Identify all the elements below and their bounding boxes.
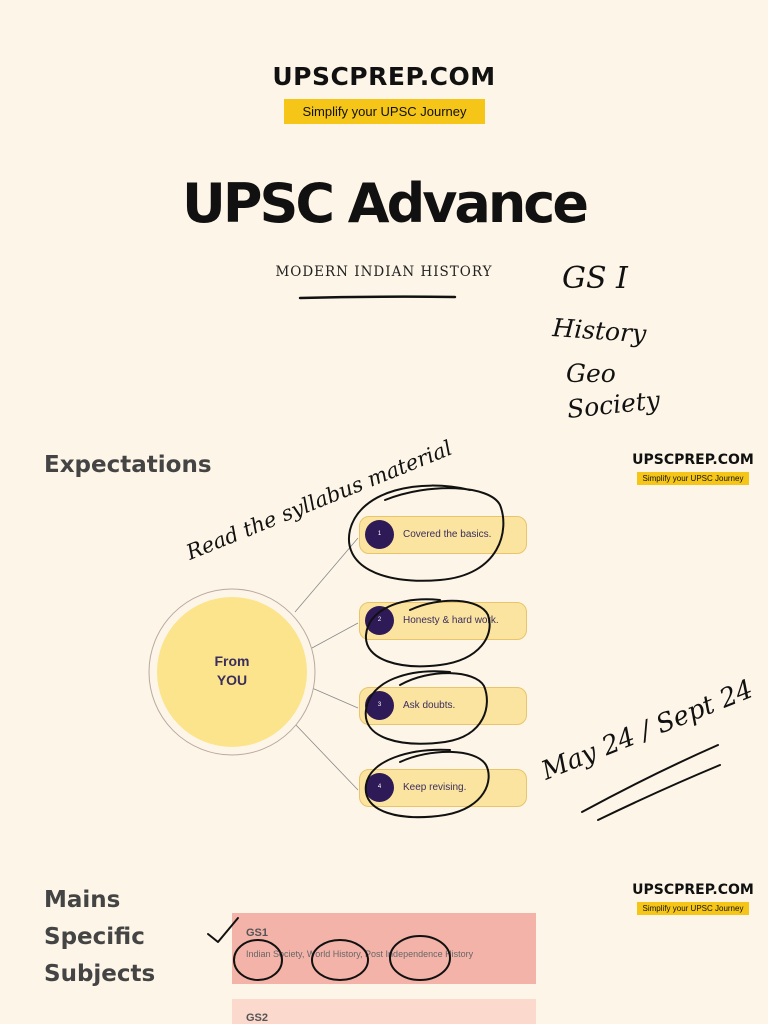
expectation-text-4: Keep revising. [403,782,467,793]
expectation-text-1: Covered the basics. [403,529,492,540]
mains-heading-line-3: Subjects [44,961,156,987]
connector-line-3 [311,687,359,709]
mains-heading: Mains Specific Subjects [44,882,155,993]
gs1-subjects: Indian Society, World History, Post Inde… [246,949,474,959]
expectation-number-3: 3 [365,691,394,720]
center-label: From YOU [182,652,282,690]
page-subtitle: MODERN INDIAN HISTORY [275,264,493,280]
mini-brand-title: UPSCPREP.COM [632,452,754,468]
expectation-number-2: 2 [365,606,394,635]
expectation-item-4: 4 Keep revising. [359,769,527,807]
connector-line-4 [294,723,359,791]
expectation-text-3: Ask doubts. [403,700,456,711]
expectation-number-1: 1 [365,520,394,549]
mini-brand-title: UPSCPREP.COM [632,882,754,898]
center-circle-inner [157,597,307,747]
connector-line-1 [294,537,359,613]
brand-tagline: Simplify your UPSC Journey [284,99,485,124]
connector-line-2 [311,622,359,649]
expectation-item-3: 3 Ask doubts. [359,687,527,725]
mini-brand-tagline: Simplify your UPSC Journey [636,902,750,915]
expectations-heading: Expectations [44,452,212,478]
gs2-title: GS2 [246,1012,269,1024]
center-label-from: From [214,653,250,669]
center-label-you: YOU [216,672,248,688]
page-title: UPSC Advance [182,172,589,235]
expectation-item-1: 1 Covered the basics. [359,516,527,554]
mains-heading-line-1: Mains [44,887,121,913]
gs1-title: GS1 [246,927,269,939]
expectation-text-2: Honesty & hard work. [403,615,499,626]
gs2-box: GS2 [232,999,536,1024]
mains-heading-line-2: Specific [44,924,145,950]
mini-brand-tagline: Simplify your UPSC Journey [636,472,750,485]
mini-brand-1: UPSCPREP.COM Simplify your UPSC Journey [622,452,764,486]
brand-title: UPSCPREP.COM [272,62,496,91]
mini-brand-2: UPSCPREP.COM Simplify your UPSC Journey [622,882,764,916]
expectation-item-2: 2 Honesty & hard work. [359,602,527,640]
gs1-box: GS1 Indian Society, World History, Post … [232,913,536,984]
expectation-number-4: 4 [365,773,394,802]
